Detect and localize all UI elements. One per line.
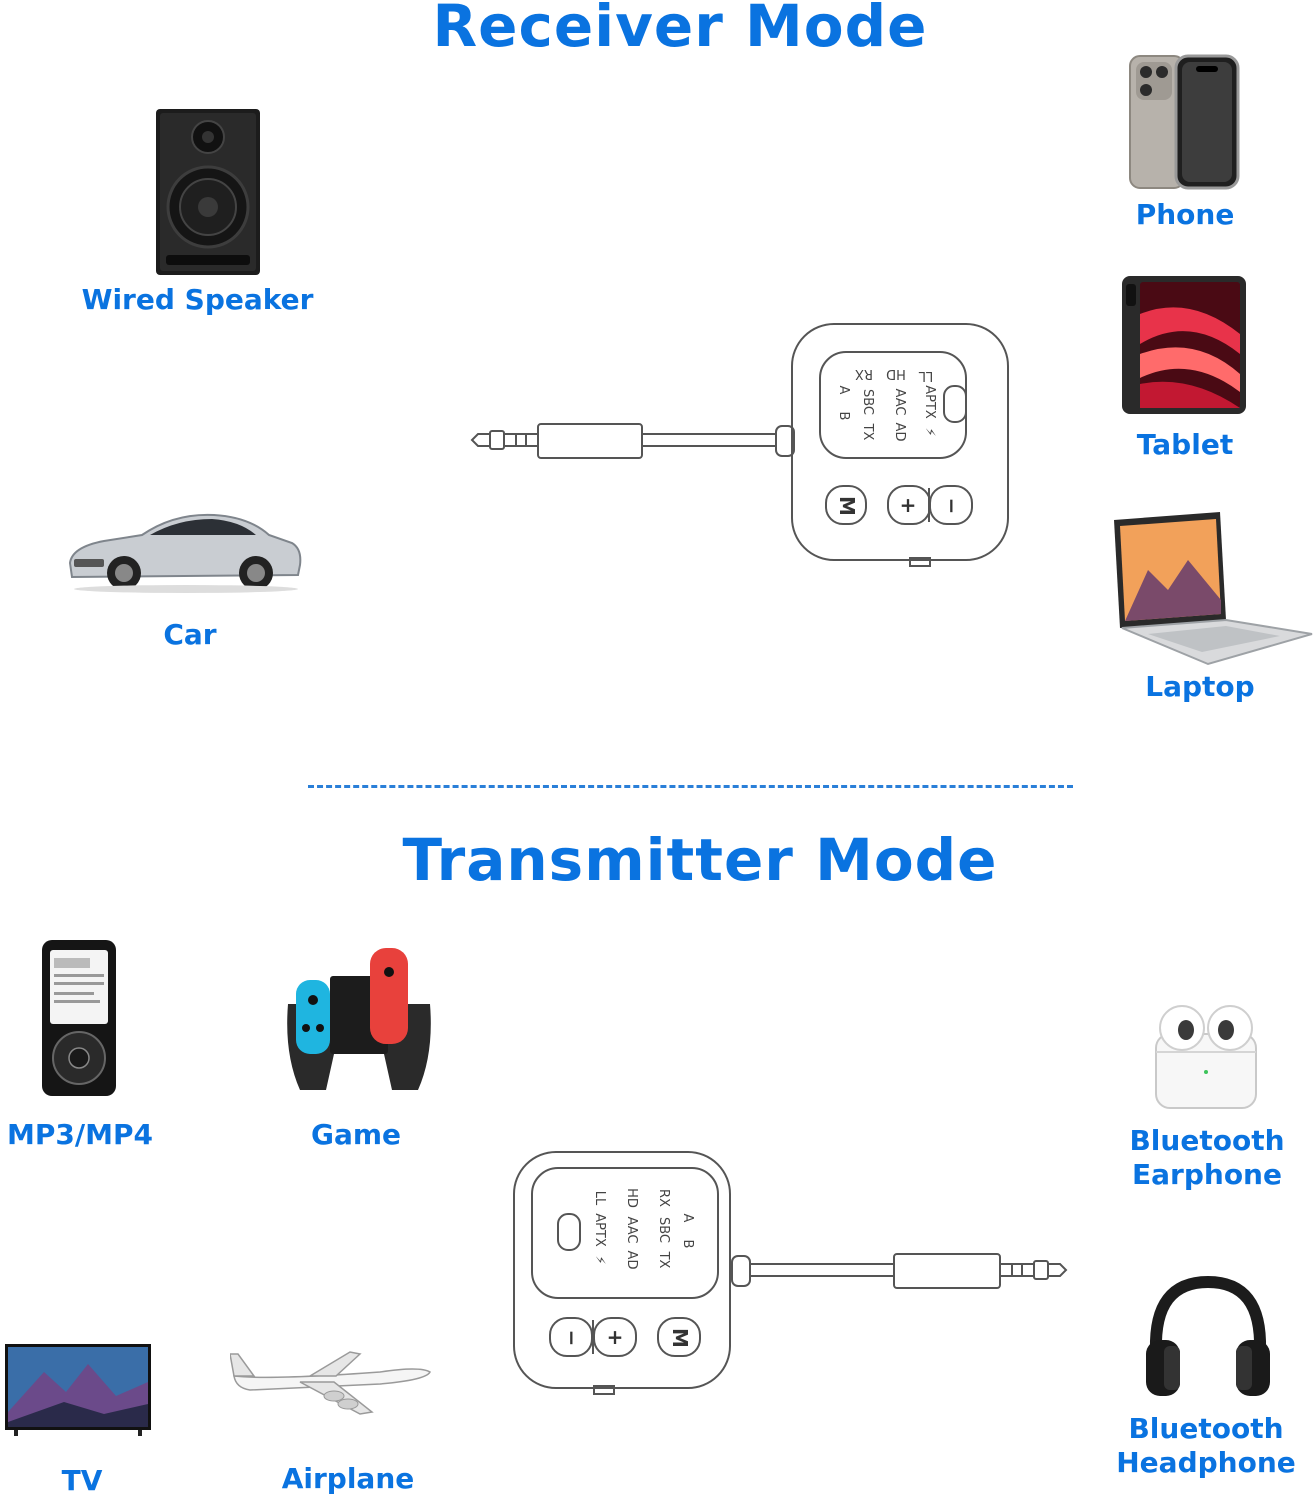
car-label: Car <box>163 618 217 651</box>
tx-minus-button: − <box>560 1330 584 1347</box>
transmitter-mode-title: Transmitter Mode <box>402 826 998 894</box>
receiver-adapter-device: LL HD RX APTX AAC SBC A B AD TX ⚡ M + − <box>470 323 1009 567</box>
speaker-icon <box>156 109 260 275</box>
headphones-icon <box>1146 1276 1270 1396</box>
plus-button: + <box>900 493 917 517</box>
indicator-bolt: ⚡ <box>922 427 937 436</box>
game-console-icon <box>287 948 431 1090</box>
tablet-icon <box>1122 276 1246 414</box>
laptop-icon <box>1114 512 1313 666</box>
bluetooth-headphone-label: Bluetooth Headphone <box>1116 1412 1296 1479</box>
tx-mode-button: M <box>668 1328 692 1348</box>
indicator-sbc: SBC <box>860 389 875 415</box>
tx-indicator-ad: AD <box>624 1251 639 1270</box>
car-icon <box>68 513 302 593</box>
tx-indicator-sbc: SBC <box>656 1217 671 1243</box>
tv-icon <box>5 1344 151 1436</box>
laptop-label: Laptop <box>1145 670 1255 703</box>
tv-label: TV <box>61 1464 103 1497</box>
indicator-tt: LL <box>918 368 933 383</box>
airplane-label: Airplane <box>281 1462 415 1495</box>
indicator-hd: HD <box>886 366 906 381</box>
tx-plus-button: + <box>607 1325 624 1349</box>
mp3-mp4-label: MP3/MP4 <box>7 1118 153 1151</box>
phone-label: Phone <box>1135 198 1235 231</box>
tx-indicator-a: A <box>680 1214 695 1223</box>
tx-indicator-aac: AAC <box>624 1217 639 1244</box>
receiver-mode-title: Receiver Mode <box>432 0 928 60</box>
earbuds-icon <box>1155 1005 1257 1109</box>
transmitter-adapter-device: LL HD RX APTX AAC SBC A B ⚡ AD TX − + M <box>513 1151 1068 1395</box>
indicator-aac: AAC <box>892 389 907 416</box>
indicator-b: B <box>836 412 851 421</box>
tx-indicator-b: B <box>680 1240 695 1249</box>
airplane-icon <box>230 1351 431 1415</box>
tx-indicator-rx: RX <box>656 1189 671 1207</box>
phone-icon <box>1129 54 1240 190</box>
mode-button: M <box>835 496 859 516</box>
tx-indicator-ll: LL <box>592 1191 607 1206</box>
bluetooth-earphone-label: Bluetooth Earphone <box>1129 1124 1285 1191</box>
mp3-player-icon <box>42 940 116 1096</box>
indicator-aptx: APTX <box>922 385 937 419</box>
tx-indicator-aptx: APTX <box>592 1213 607 1247</box>
indicator-ad: AD <box>892 423 907 442</box>
tx-indicator-bolt: ⚡ <box>592 1255 607 1264</box>
tx-indicator-hd: HD <box>624 1188 639 1208</box>
indicator-a: A <box>836 386 851 395</box>
game-label: Game <box>310 1118 402 1151</box>
wired-speaker-label: Wired Speaker <box>81 283 314 316</box>
indicator-tx: TX <box>860 423 875 441</box>
minus-button: − <box>940 498 964 515</box>
section-divider <box>308 785 1073 788</box>
indicator-rx: RX <box>855 366 873 381</box>
tablet-label: Tablet <box>1136 428 1234 461</box>
tx-indicator-tx: TX <box>656 1251 671 1269</box>
